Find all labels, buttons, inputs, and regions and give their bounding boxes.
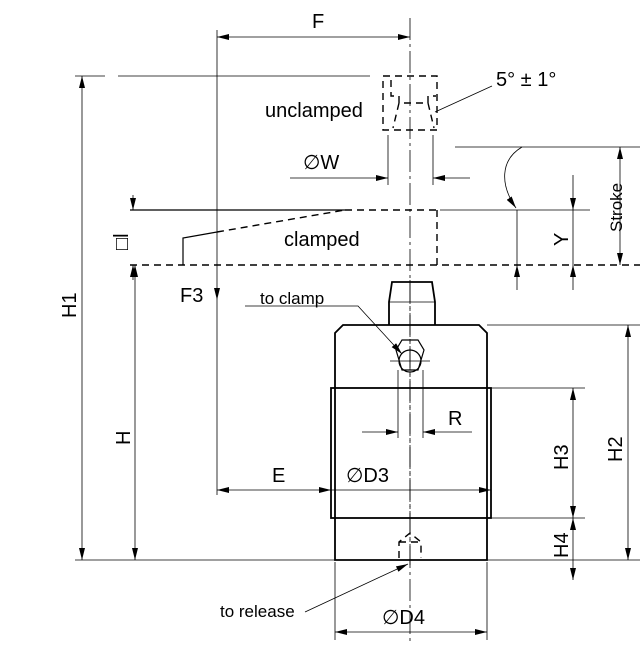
label-D4: ∅D4 xyxy=(382,607,425,629)
dimension-E-D3: E ∅D3 xyxy=(217,465,491,493)
label-stroke: Stroke xyxy=(607,183,626,232)
dimension-W: ∅W xyxy=(290,135,470,185)
label-E: E xyxy=(272,465,285,487)
label-unclamped: unclamped xyxy=(265,100,363,122)
label-square-l: □l xyxy=(111,233,133,250)
dimension-H1: H1 xyxy=(59,75,640,561)
label-slope-angle: 5° ± 1° xyxy=(496,69,556,91)
dimension-H2-H3-H4: H2 H3 H4 xyxy=(487,324,640,580)
label-W: ∅W xyxy=(303,152,339,174)
label-Y: Y xyxy=(551,233,573,246)
label-D3: ∅D3 xyxy=(346,465,389,487)
label-H3: H3 xyxy=(551,444,573,470)
dimension-F: F xyxy=(214,11,410,495)
label-H4: H4 xyxy=(551,532,573,558)
label-H2: H2 xyxy=(605,436,627,462)
label-clamped: clamped xyxy=(284,229,360,251)
label-to-clamp: to clamp xyxy=(260,289,324,308)
dimension-stroke: Stroke Y xyxy=(440,146,640,290)
label-F3: F3 xyxy=(180,285,203,307)
unclamped-jaw: unclamped 5° ± 1° xyxy=(265,69,556,131)
label-F: F xyxy=(312,11,324,33)
dimension-H: H xyxy=(113,265,138,560)
callout-to-clamp: to clamp xyxy=(245,289,403,355)
label-H1: H1 xyxy=(59,292,81,318)
label-H: H xyxy=(113,431,135,445)
label-R: R xyxy=(448,408,462,430)
clamped-jaw: clamped □l xyxy=(111,195,640,280)
dimension-R: R xyxy=(362,370,472,438)
label-to-release: to release xyxy=(220,602,295,621)
clamp-body xyxy=(330,280,492,565)
dimension-D4: ∅D4 xyxy=(334,562,488,640)
callout-to-release: to release xyxy=(220,563,409,621)
